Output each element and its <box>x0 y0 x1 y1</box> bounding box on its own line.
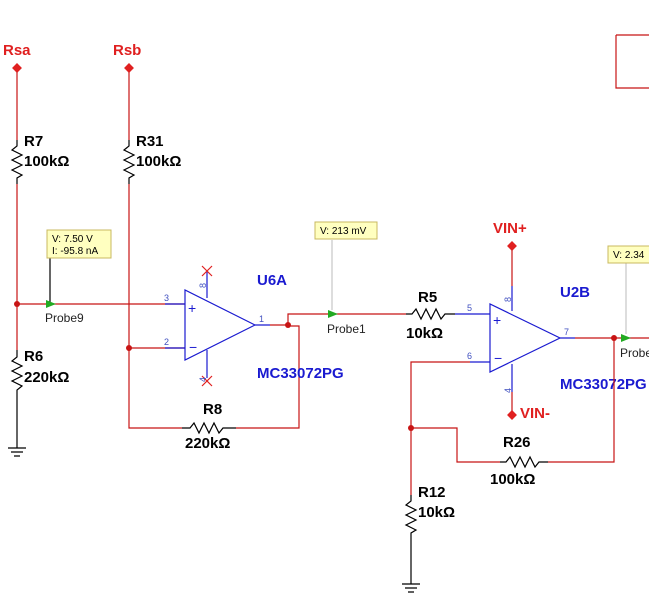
junction-u2b-out <box>611 335 617 341</box>
resistor-r31-value: 100kΩ <box>136 153 181 170</box>
wire-u2b-minus <box>410 361 470 495</box>
opamp-u2b-symbol <box>489 303 562 373</box>
opamp-u6a[interactable]: + − 3 2 1 8 4 U6A MC33072PG <box>164 265 344 387</box>
ground-1 <box>8 398 26 457</box>
wire-r31-feedback <box>128 184 182 429</box>
resistor-r6-name: R6 <box>24 348 43 365</box>
wire-r8-u6a-out <box>236 325 300 429</box>
opamp-u2b-name: U2B <box>560 284 590 301</box>
resistor-r6-symbol <box>10 350 24 398</box>
resistor-r7-name: R7 <box>24 133 43 150</box>
resistor-r5-value: 10kΩ <box>406 325 443 342</box>
opamp-u6a-pins <box>165 272 270 378</box>
net-label-rsb: Rsb <box>113 42 141 59</box>
resistor-r7[interactable]: R7 100kΩ <box>10 133 69 184</box>
opamp-u6a-pin-plus: 3 <box>164 293 169 303</box>
opamp-u2b-minus-sign: − <box>494 350 502 366</box>
opamp-u2b[interactable]: + − 5 6 7 8 4 U2B MC33072PG <box>455 284 647 393</box>
resistor-r26-value: 100kΩ <box>490 471 535 488</box>
resistor-r7-symbol <box>10 140 24 184</box>
resistor-r12-name: R12 <box>418 484 446 501</box>
opamp-u6a-plus-sign: + <box>188 300 196 316</box>
resistor-r5[interactable]: R5 10kΩ <box>406 289 455 342</box>
probe1[interactable]: V: 213 mV Probe1 <box>314 221 378 336</box>
probe-out-name: Probe <box>620 346 649 360</box>
net-rsb: Rsb <box>113 42 141 140</box>
probe9-arrow-icon <box>46 300 56 308</box>
probe9-current: I: -95.8 nA <box>52 246 98 257</box>
probe1-voltage: V: 213 mV <box>320 226 367 237</box>
probe1-name: Probe1 <box>327 322 366 336</box>
opamp-u6a-name: U6A <box>257 272 287 289</box>
wire-r26-out <box>548 338 615 463</box>
resistor-r31-name: R31 <box>136 133 164 150</box>
opamp-u6a-part: MC33072PG <box>257 365 344 382</box>
probe9[interactable]: V: 7.50 V I: -95.8 nA Probe9 <box>45 229 112 325</box>
resistor-r8-name: R8 <box>203 401 222 418</box>
resistor-r5-name: R5 <box>418 289 437 306</box>
net-label-rsa: Rsa <box>3 42 31 59</box>
opamp-u6a-pin-vplus: 8 <box>198 283 208 288</box>
opamp-u6a-nc-icon <box>201 265 213 387</box>
resistor-r6-value: 220kΩ <box>24 369 69 386</box>
net-label-vin-minus: VIN- <box>520 405 550 422</box>
net-connector-rsb[interactable] <box>124 63 134 73</box>
probe-out-voltage: V: 2.34 <box>613 250 645 261</box>
ground-2 <box>402 540 420 593</box>
junction-u6a-out <box>285 322 291 328</box>
probe-out-arrow-icon <box>621 334 631 342</box>
resistor-r12[interactable]: R12 10kΩ <box>404 484 455 540</box>
resistor-r12-symbol <box>404 495 418 540</box>
resistor-r8-symbol <box>182 421 236 435</box>
resistor-r12-value: 10kΩ <box>418 504 455 521</box>
opamp-u2b-pin-vminus: 4 <box>503 388 513 393</box>
ground-symbol <box>402 540 420 593</box>
ground-symbol <box>8 398 26 457</box>
opamp-u2b-plus-sign: + <box>493 312 501 328</box>
resistor-r31-symbol <box>122 140 136 184</box>
resistor-r6[interactable]: R6 220kΩ <box>10 348 69 398</box>
net-connector-rsa[interactable] <box>12 63 22 73</box>
opamp-u2b-part: MC33072PG <box>560 376 647 393</box>
opamp-u6a-pin-minus: 2 <box>164 337 169 347</box>
opamp-u6a-pin-vminus: 4 <box>198 377 208 382</box>
net-label-vin-plus: VIN+ <box>493 220 527 237</box>
probe-out-tooltip <box>607 245 649 264</box>
opamp-u2b-pin-minus: 6 <box>467 351 472 361</box>
probe9-voltage: V: 7.50 V <box>52 234 93 245</box>
probe-out[interactable]: V: 2.34 Probe <box>607 245 649 360</box>
probe1-arrow-icon <box>328 310 338 318</box>
offpage-component <box>615 34 649 89</box>
probe9-name: Probe9 <box>45 311 84 325</box>
probe1-tooltip <box>314 221 378 240</box>
probe9-tooltip <box>46 229 112 259</box>
opamp-u2b-pins <box>455 286 575 392</box>
opamp-u6a-symbol <box>184 289 257 361</box>
junction-u6a-minus <box>126 345 132 351</box>
net-rsa: Rsa <box>3 42 31 140</box>
opamp-u6a-pin-out: 1 <box>259 314 264 324</box>
resistor-r26-symbol <box>500 455 548 469</box>
net-connector-vin-minus[interactable] <box>507 410 517 420</box>
resistor-r8[interactable]: R8 220kΩ <box>182 401 236 452</box>
junction-u2b-minus <box>408 425 414 431</box>
resistor-r26-name: R26 <box>503 434 531 451</box>
opamp-u2b-pin-out: 7 <box>564 327 569 337</box>
opamp-u2b-pin-vplus: 8 <box>503 297 513 302</box>
resistor-r7-value: 100kΩ <box>24 153 69 170</box>
net-vin-minus: VIN- <box>507 392 550 422</box>
resistor-r26[interactable]: R26 100kΩ <box>490 434 548 488</box>
resistor-r8-value: 220kΩ <box>185 435 230 452</box>
net-vin-plus: VIN+ <box>493 220 527 286</box>
wire-to-r26 <box>411 427 500 463</box>
wire-u6a-out-r5 <box>270 313 406 326</box>
resistor-r5-symbol <box>406 307 455 321</box>
opamp-u6a-minus-sign: − <box>189 339 197 355</box>
net-connector-vin-plus[interactable] <box>507 241 517 251</box>
resistor-r31[interactable]: R31 100kΩ <box>122 133 181 184</box>
opamp-u2b-pin-plus: 5 <box>467 303 472 313</box>
